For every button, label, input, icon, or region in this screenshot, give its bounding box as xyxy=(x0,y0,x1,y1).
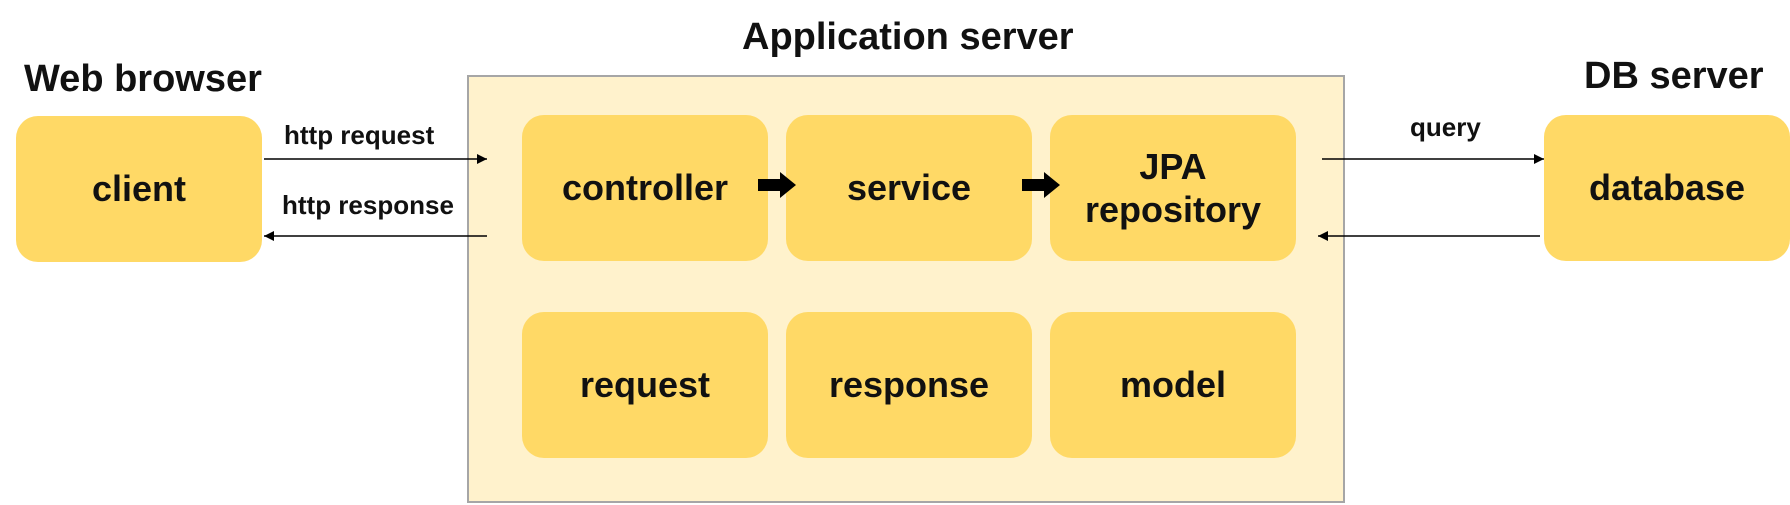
request-node: request xyxy=(522,312,768,458)
response-node: response xyxy=(786,312,1032,458)
response-label: response xyxy=(828,364,990,406)
http-request-label: http request xyxy=(284,120,435,150)
jpa-label: JPA xyxy=(1139,145,1207,187)
application-server-title: Application server xyxy=(742,16,1074,58)
service-to-repository-arrow xyxy=(1022,172,1060,198)
model-node: model xyxy=(1050,312,1296,458)
service-node: service xyxy=(786,115,1032,261)
client-node: client xyxy=(16,116,262,262)
web-browser-title: Web browser xyxy=(24,58,262,100)
controller-label: controller xyxy=(561,167,729,209)
controller-to-service-arrow xyxy=(758,172,796,198)
database-node: database xyxy=(1544,115,1790,261)
query-label: query xyxy=(1410,112,1481,142)
request-label: request xyxy=(579,364,711,406)
model-label: model xyxy=(1119,364,1226,406)
client-label: client xyxy=(91,168,187,210)
http-response-label: http response xyxy=(282,190,454,220)
database-label: database xyxy=(1588,167,1746,209)
service-label: service xyxy=(846,167,972,209)
repository-label: repository xyxy=(1084,189,1262,230)
controller-node: controller xyxy=(522,115,768,261)
db-server-title: DB server xyxy=(1584,55,1764,97)
jpa-repository-node: JPA repository xyxy=(1050,115,1296,261)
